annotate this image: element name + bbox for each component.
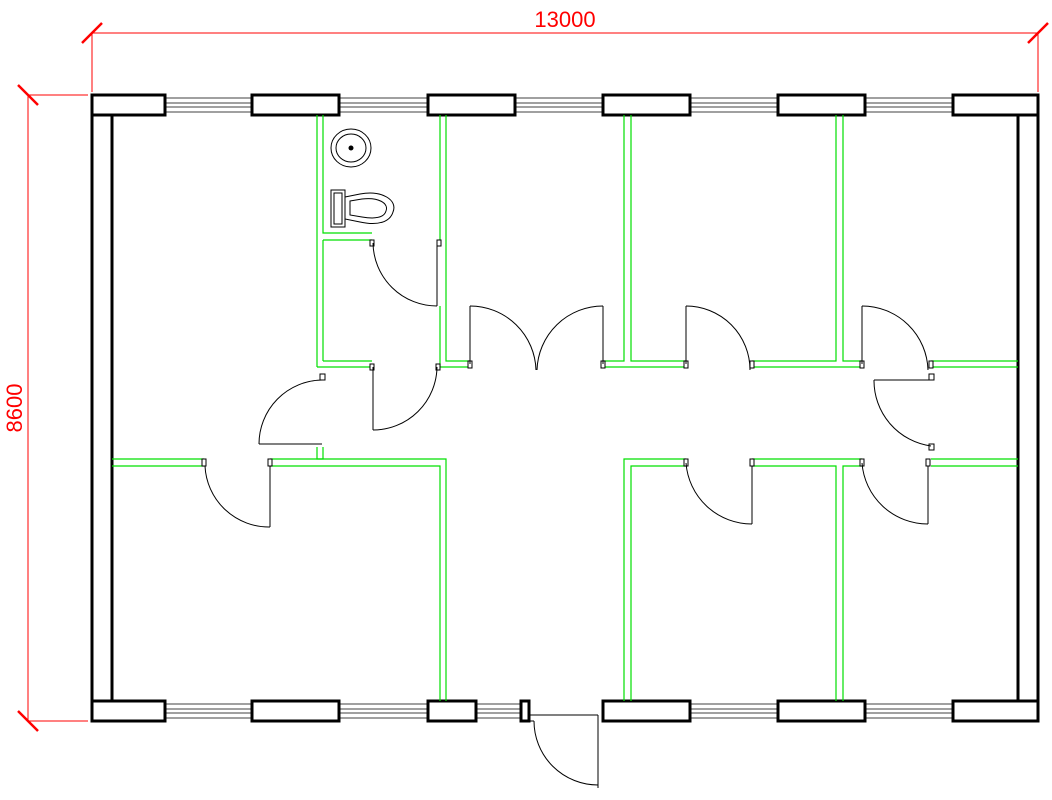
washbasin-icon — [330, 128, 372, 168]
toilet-icon — [330, 189, 395, 228]
window — [515, 97, 603, 113]
width-dimension-label: 13000 — [534, 7, 595, 32]
window — [339, 703, 428, 719]
door — [258, 373, 326, 445]
window — [476, 703, 521, 719]
window — [865, 703, 953, 719]
window — [690, 97, 778, 113]
double-door — [467, 305, 606, 371]
door — [859, 305, 934, 371]
interior-doors — [201, 239, 935, 528]
door — [873, 373, 935, 451]
door — [683, 458, 755, 525]
door — [201, 458, 273, 528]
windows-top — [165, 97, 953, 113]
height-dimension-label: 8600 — [2, 384, 27, 433]
dimension-height: 8600 — [2, 84, 88, 732]
door — [369, 239, 442, 307]
dimension-width: 13000 — [81, 7, 1049, 92]
door — [859, 458, 931, 525]
window — [865, 97, 953, 113]
entrance-door — [529, 714, 599, 788]
windows-bottom — [165, 703, 953, 719]
exterior-walls — [90, 93, 1040, 723]
window — [165, 97, 252, 113]
interior-partitions — [112, 115, 1018, 701]
door — [369, 363, 441, 431]
window — [690, 703, 778, 719]
window — [165, 703, 252, 719]
window — [339, 97, 428, 113]
door — [683, 305, 755, 371]
